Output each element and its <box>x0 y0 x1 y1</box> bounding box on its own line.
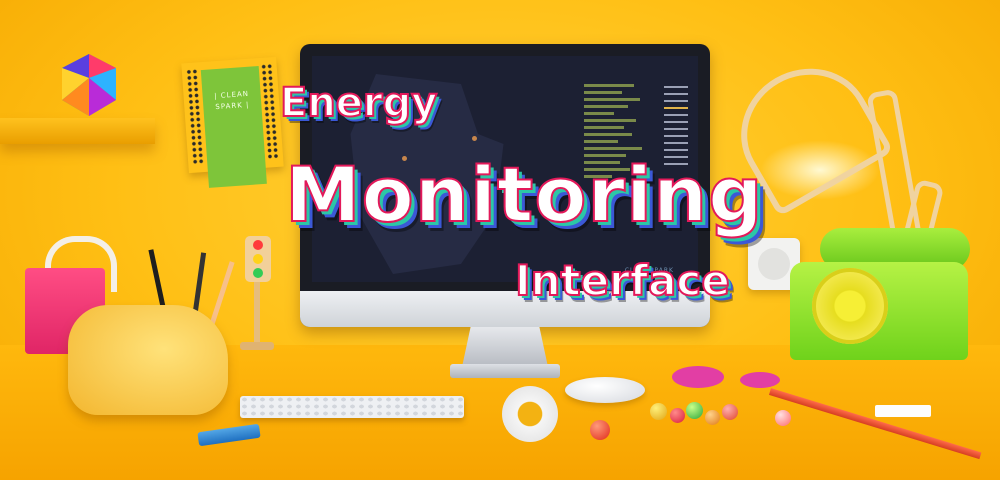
traffic-light-icon <box>245 236 271 282</box>
screen-brand: CLEANSPARK <box>624 267 674 274</box>
bar <box>584 175 612 178</box>
card-brand: | CLEAN SPARK | <box>202 88 261 114</box>
side-menu-item[interactable] <box>664 128 688 130</box>
bar <box>584 140 618 143</box>
side-menu-item[interactable] <box>664 135 688 137</box>
bar <box>584 161 620 164</box>
keyboard <box>240 396 464 418</box>
side-menu-item[interactable] <box>664 142 688 144</box>
card-tag: | CLEAN SPARK | <box>200 66 267 188</box>
marble <box>670 408 685 423</box>
map-marker <box>472 136 477 141</box>
side-menu-item[interactable] <box>664 86 688 88</box>
marble <box>686 402 703 419</box>
side-menu <box>664 86 698 170</box>
gem-icon <box>62 54 116 116</box>
title-line-2: Monitoring <box>284 149 764 240</box>
eraser <box>875 405 931 417</box>
yellow-light <box>253 254 263 264</box>
side-menu-item-selected[interactable] <box>664 107 688 109</box>
side-menu-item[interactable] <box>664 149 688 151</box>
mouse <box>565 377 645 403</box>
marble <box>705 410 720 425</box>
socket-ring <box>758 248 790 280</box>
map-marker <box>382 221 387 226</box>
bar <box>584 126 624 129</box>
side-menu-item[interactable] <box>664 156 688 158</box>
rotary-dial <box>812 268 888 344</box>
bar-list <box>584 84 644 182</box>
bar <box>584 91 622 94</box>
bar <box>584 112 614 115</box>
monitor-screen: CLEANSPARK <box>312 56 698 282</box>
marble <box>722 404 738 420</box>
monitor-stand <box>462 327 548 367</box>
map-marker <box>402 156 407 161</box>
monitor: CLEANSPARK <box>300 44 710 327</box>
wall-shelf <box>0 118 155 144</box>
side-menu-item[interactable] <box>664 163 688 165</box>
title-line-3: Interface <box>514 255 731 306</box>
marble <box>590 420 610 440</box>
clean-spark-card: | CLEAN SPARK | <box>181 56 284 188</box>
side-menu-item[interactable] <box>664 121 688 123</box>
side-menu-item[interactable] <box>664 114 688 116</box>
bag-handle <box>45 236 117 292</box>
bar <box>584 168 630 171</box>
traffic-light-pole <box>254 282 260 344</box>
red-light <box>253 240 263 250</box>
traffic-light-base <box>240 342 274 350</box>
bar <box>584 105 628 108</box>
monitor-foot <box>450 364 560 378</box>
map-marker <box>452 186 457 191</box>
green-light <box>253 268 263 278</box>
hand-sculpture <box>68 305 228 415</box>
bar <box>584 119 636 122</box>
pink-blob <box>672 366 724 388</box>
bar <box>584 84 634 87</box>
bar <box>584 98 640 101</box>
monitor-chin <box>300 291 710 327</box>
bar <box>584 154 626 157</box>
tape-roll-icon <box>502 386 558 442</box>
bar <box>584 147 642 150</box>
side-menu-item[interactable] <box>664 93 688 95</box>
marble <box>650 403 667 420</box>
marble <box>775 410 791 426</box>
pink-blob <box>740 372 780 388</box>
lamp-glow <box>760 140 880 200</box>
bar <box>584 133 632 136</box>
side-menu-item[interactable] <box>664 100 688 102</box>
title-line-1: Energy <box>279 79 438 127</box>
